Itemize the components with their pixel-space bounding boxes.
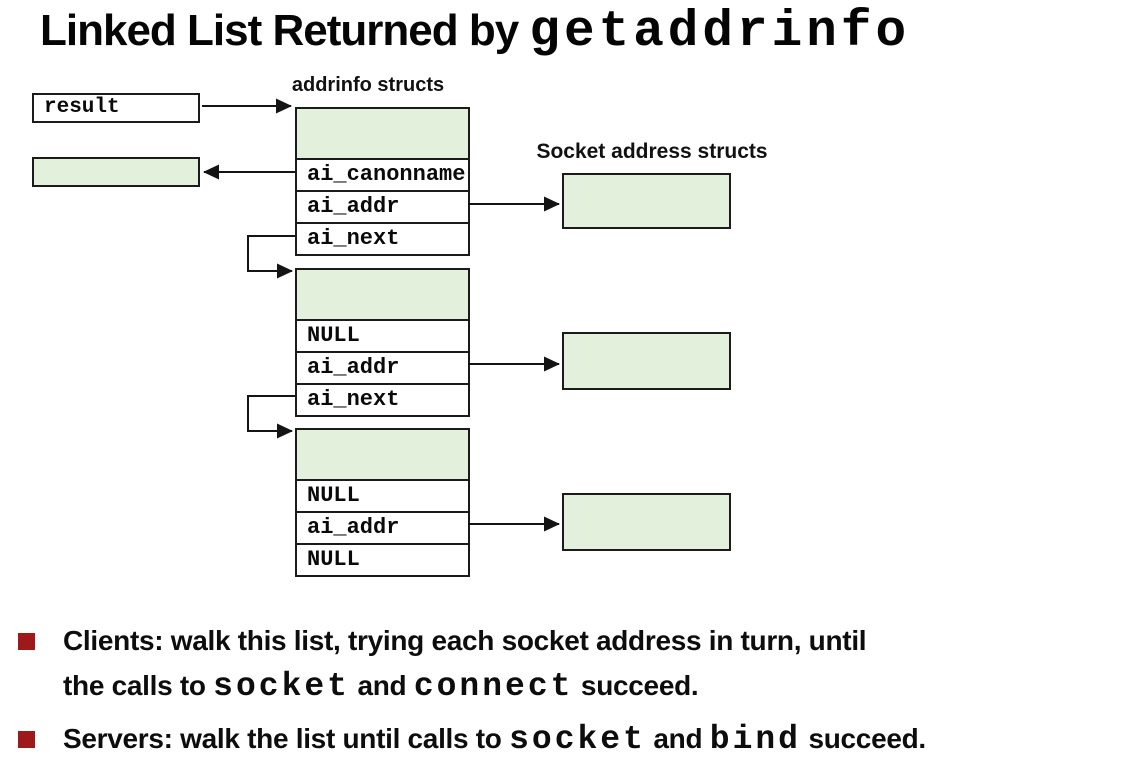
connect-code-token: connect bbox=[413, 668, 574, 705]
bullet-clients-line-2: the calls to socket and connect succeed. bbox=[63, 663, 1123, 709]
socket-address-structs-label: Socket address structs bbox=[536, 140, 768, 163]
addrinfo-struct-2-addr-field: ai_addr bbox=[297, 351, 468, 383]
addrinfo-struct-1-next-field: ai_next bbox=[297, 222, 468, 254]
addrinfo-struct-3-header bbox=[297, 430, 468, 479]
bullet-servers-text-3: succeed. bbox=[800, 723, 926, 754]
addrinfo-struct-2: NULL ai_addr ai_next bbox=[295, 268, 470, 417]
addrinfo-struct-3-canonname-field: NULL bbox=[297, 479, 468, 511]
page-title-text: Linked List Returned by bbox=[40, 6, 530, 55]
addrinfo-struct-2-header bbox=[297, 270, 468, 319]
socket-address-box-1 bbox=[562, 173, 731, 229]
socket-code-token-2: socket bbox=[509, 721, 646, 758]
page-title: Linked List Returned by getaddrinfo bbox=[40, 0, 910, 62]
addrinfo-struct-1-header bbox=[297, 109, 468, 158]
result-pointer-box: result bbox=[32, 93, 200, 123]
page-title-code: getaddrinfo bbox=[529, 4, 911, 61]
socket-address-box-2 bbox=[562, 332, 731, 390]
addrinfo-struct-3-addr-field: ai_addr bbox=[297, 511, 468, 543]
addrinfo-structs-label: addrinfo structs bbox=[291, 74, 445, 96]
bullet-clients: Clients: walk this list, trying each soc… bbox=[63, 618, 1123, 709]
addrinfo-struct-1-addr-field: ai_addr bbox=[297, 190, 468, 222]
canonname-target-box bbox=[32, 157, 200, 187]
bullet-servers-text-2: and bbox=[645, 723, 710, 754]
bullet-clients-text: Clients: walk this list, trying each soc… bbox=[63, 625, 867, 656]
socket-code-token: socket bbox=[213, 668, 350, 705]
bullet-marker-clients bbox=[18, 633, 35, 650]
addrinfo-struct-3: NULL ai_addr NULL bbox=[295, 428, 470, 577]
bullet-marker-servers bbox=[18, 731, 35, 748]
arrow-ainext2-to-struct3 bbox=[247, 395, 295, 439]
bullet-servers-line-1: Servers: walk the list until calls to so… bbox=[63, 716, 1123, 762]
addrinfo-struct-1: ai_canonname ai_addr ai_next bbox=[295, 107, 470, 256]
addrinfo-struct-2-next-field: ai_next bbox=[297, 383, 468, 415]
arrow-ainext1-to-struct2 bbox=[247, 235, 295, 279]
bullet-servers-text: Servers: walk the list until calls to bbox=[63, 723, 510, 754]
socket-address-box-3 bbox=[562, 493, 731, 551]
addrinfo-struct-2-canonname-field: NULL bbox=[297, 319, 468, 351]
addrinfo-struct-3-next-field: NULL bbox=[297, 543, 468, 575]
bullet-clients-line-1: Clients: walk this list, trying each soc… bbox=[63, 618, 1123, 663]
addrinfo-struct-1-canonname-field: ai_canonname bbox=[297, 158, 468, 190]
bullet-clients-text-2: the calls to bbox=[63, 670, 214, 701]
bullet-servers: Servers: walk the list until calls to so… bbox=[63, 716, 1123, 762]
bullet-clients-text-4: succeed. bbox=[573, 670, 699, 701]
bullet-clients-text-3: and bbox=[349, 670, 414, 701]
bind-code-token: bind bbox=[709, 721, 801, 758]
